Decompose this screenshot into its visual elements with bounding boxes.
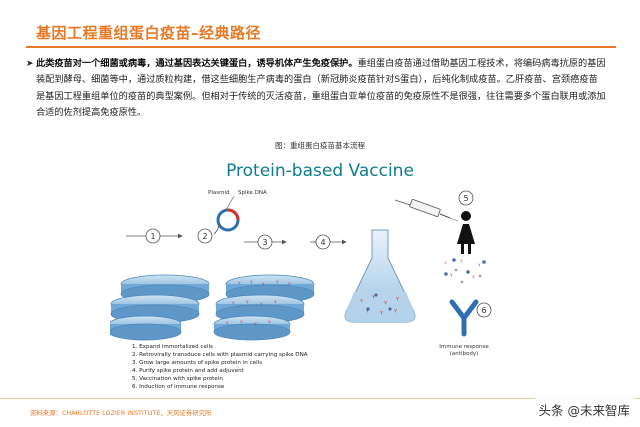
body-paragraph: ➤ 此类疫苗对一个细菌或病毒，通过基因表达关键蛋白，诱导机体产生免疫保护。重组蛋… (26, 56, 606, 121)
petri-dish-stack-2: ᵞ ᵞ ᵞ ᵞ ᵞ ᵞ ᵞ ᵞ ᵞ ᵞ ᵞ ᵞ ᵞ (213, 274, 315, 341)
svg-text:ᵞ: ᵞ (450, 272, 453, 280)
svg-text:ᵞ: ᵞ (472, 274, 475, 282)
plasmid-label: Plasmid (208, 190, 229, 196)
svg-text:ᵞ: ᵞ (380, 309, 383, 318)
plasmid-icon (216, 195, 240, 232)
svg-text:ᵞ: ᵞ (250, 279, 253, 287)
svg-text:ᵞ: ᵞ (262, 281, 265, 289)
body-bold-lead: 此类疫苗对一个细菌或病毒，通过基因表达关键蛋白，诱导机体产生免疫保护。 (36, 58, 358, 69)
svg-text:ᵞ: ᵞ (396, 295, 399, 304)
svg-text:ᵞ: ᵞ (238, 280, 241, 288)
step-5-marker: 5 (458, 190, 474, 206)
legend-item: 1. Expand immortalized cells (132, 344, 213, 350)
body-text: 重组蛋白疫苗通过借助基因工程技术，将编码病毒抗原的基因装配到酵母、细菌等中，通过… (36, 58, 606, 118)
vaccine-process-diagram: Protein-based Vaccine Plasmid Spike DNA … (110, 154, 530, 404)
title-divider (26, 46, 616, 48)
legend-item: 3. Grow large amounts of spike protein i… (132, 360, 262, 366)
figure-caption: 图：重组蛋白疫苗基本流程 (275, 141, 365, 150)
step-2-label: 2 (202, 232, 207, 241)
svg-text:ᵞ: ᵞ (444, 260, 447, 268)
step-4-label: 4 (320, 238, 325, 247)
step-1-marker: 1 (126, 228, 183, 244)
person-icon (457, 211, 475, 254)
petri-dish-stack-1 (110, 274, 210, 341)
svg-text:ᵞ: ᵞ (268, 319, 271, 327)
footer-divider (0, 398, 640, 399)
process-legend: 1. Expand immortalized cells 2. Retrovir… (132, 344, 308, 390)
step-1-label: 1 (150, 232, 155, 241)
watermark-logo: 头条 @未来智库 (534, 398, 634, 421)
svg-text:ᵞ: ᵞ (394, 307, 397, 316)
svg-text:ᵞ: ᵞ (460, 258, 463, 266)
legend-item: 5. Vaccination with spike protein (132, 376, 223, 382)
antibody-label: (antibody) (450, 351, 478, 357)
svg-text:ᵞ: ᵞ (276, 279, 279, 287)
svg-text:ᵞ: ᵞ (372, 293, 375, 302)
svg-text:ᵞ: ᵞ (366, 307, 369, 316)
step-5-label: 5 (463, 194, 468, 203)
svg-text:ᵞ: ᵞ (232, 300, 235, 308)
step-6-marker: 6 (476, 302, 492, 318)
legend-item: 2. Retrovirally transduce cells with pla… (132, 352, 308, 358)
svg-text:ᵞ: ᵞ (254, 321, 257, 329)
legend-item: 4. Purify spike protein and add adjuvent (132, 368, 245, 374)
bullet-arrow-icon: ➤ (26, 59, 34, 69)
diagram-title: Protein-based Vaccine (226, 161, 414, 181)
step-3-marker: 3 (244, 234, 287, 250)
step-6-label: 6 (481, 306, 486, 315)
svg-text:ᵞ: ᵞ (274, 299, 277, 307)
svg-text:ᵞ: ᵞ (384, 299, 387, 308)
syringe-icon (394, 198, 459, 222)
svg-text:ᵞ: ᵞ (360, 297, 363, 306)
svg-text:ᵞ: ᵞ (240, 319, 243, 327)
svg-text:ᵞ: ᵞ (226, 320, 229, 328)
source-note: 资料来源：CHARLOTTE LOZIER INSTITUTE，天风证券研究所 (30, 409, 212, 417)
spike-dna-label: Spike DNA (238, 190, 267, 196)
step-3-label: 3 (262, 238, 267, 247)
immune-response-label: Immune response (439, 344, 489, 350)
antibody-icon (449, 299, 479, 337)
step-4-marker: 4 (310, 234, 347, 250)
svg-text:ᵞ: ᵞ (246, 299, 249, 307)
page-title: 基因工程重组蛋白疫苗–经典路径 (36, 24, 262, 42)
svg-text:ᵞ: ᵞ (478, 262, 481, 270)
svg-text:ᵞ: ᵞ (288, 281, 291, 289)
step-2-marker: 2 (197, 223, 219, 244)
legend-item: 6. Induction of immune response (132, 384, 225, 390)
svg-text:ᵞ: ᵞ (260, 301, 263, 309)
